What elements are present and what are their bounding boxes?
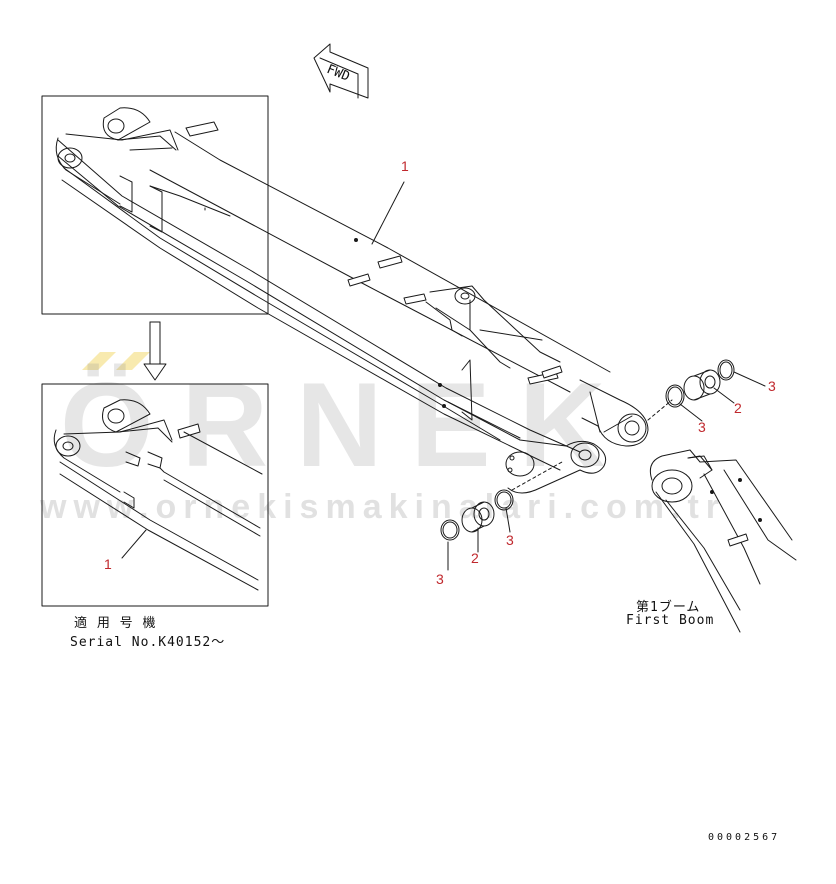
first-boom-label-en: First Boom [626,613,715,628]
inset-frame-top [41,95,269,315]
down-arrow-icon [143,321,167,381]
callout-ring-left-inner: 3 [506,532,514,548]
forward-direction-arrow-icon [313,43,369,99]
first-boom [649,449,797,633]
first-boom-label-jp: 第1ブーム [636,600,701,615]
bushing-left [461,501,495,533]
bushing-right [683,369,721,401]
callout-bushing-left: 2 [471,550,479,566]
watermark-logo-accent [82,352,150,370]
ring-right-outer [717,359,735,381]
callout-boom-inset: 1 [104,556,112,572]
inset-bottom-detail [53,399,263,591]
callout-ring-right-inner: 3 [698,419,706,435]
ring-right-inner [665,384,685,408]
callout-boom-main: 1 [401,158,409,174]
ring-left-inner [494,489,514,511]
leader-lines [121,181,766,571]
applicable-serial-heading: 適 用 号 機 [74,616,157,631]
serial-number-label: Serial No.K40152～ [70,635,226,650]
inset-frame-bottom [41,383,269,607]
callout-ring-right-outer: 3 [768,378,776,394]
callout-ring-left-outer: 3 [436,571,444,587]
watermark-url: www.ornekismakinalari.com.tr [40,488,727,526]
ring-left-outer [440,519,460,541]
drawing-number: 00002567 [708,832,781,843]
callout-bushing-right: 2 [734,400,742,416]
inset-top-detail [149,185,231,217]
arm-body [55,107,649,494]
